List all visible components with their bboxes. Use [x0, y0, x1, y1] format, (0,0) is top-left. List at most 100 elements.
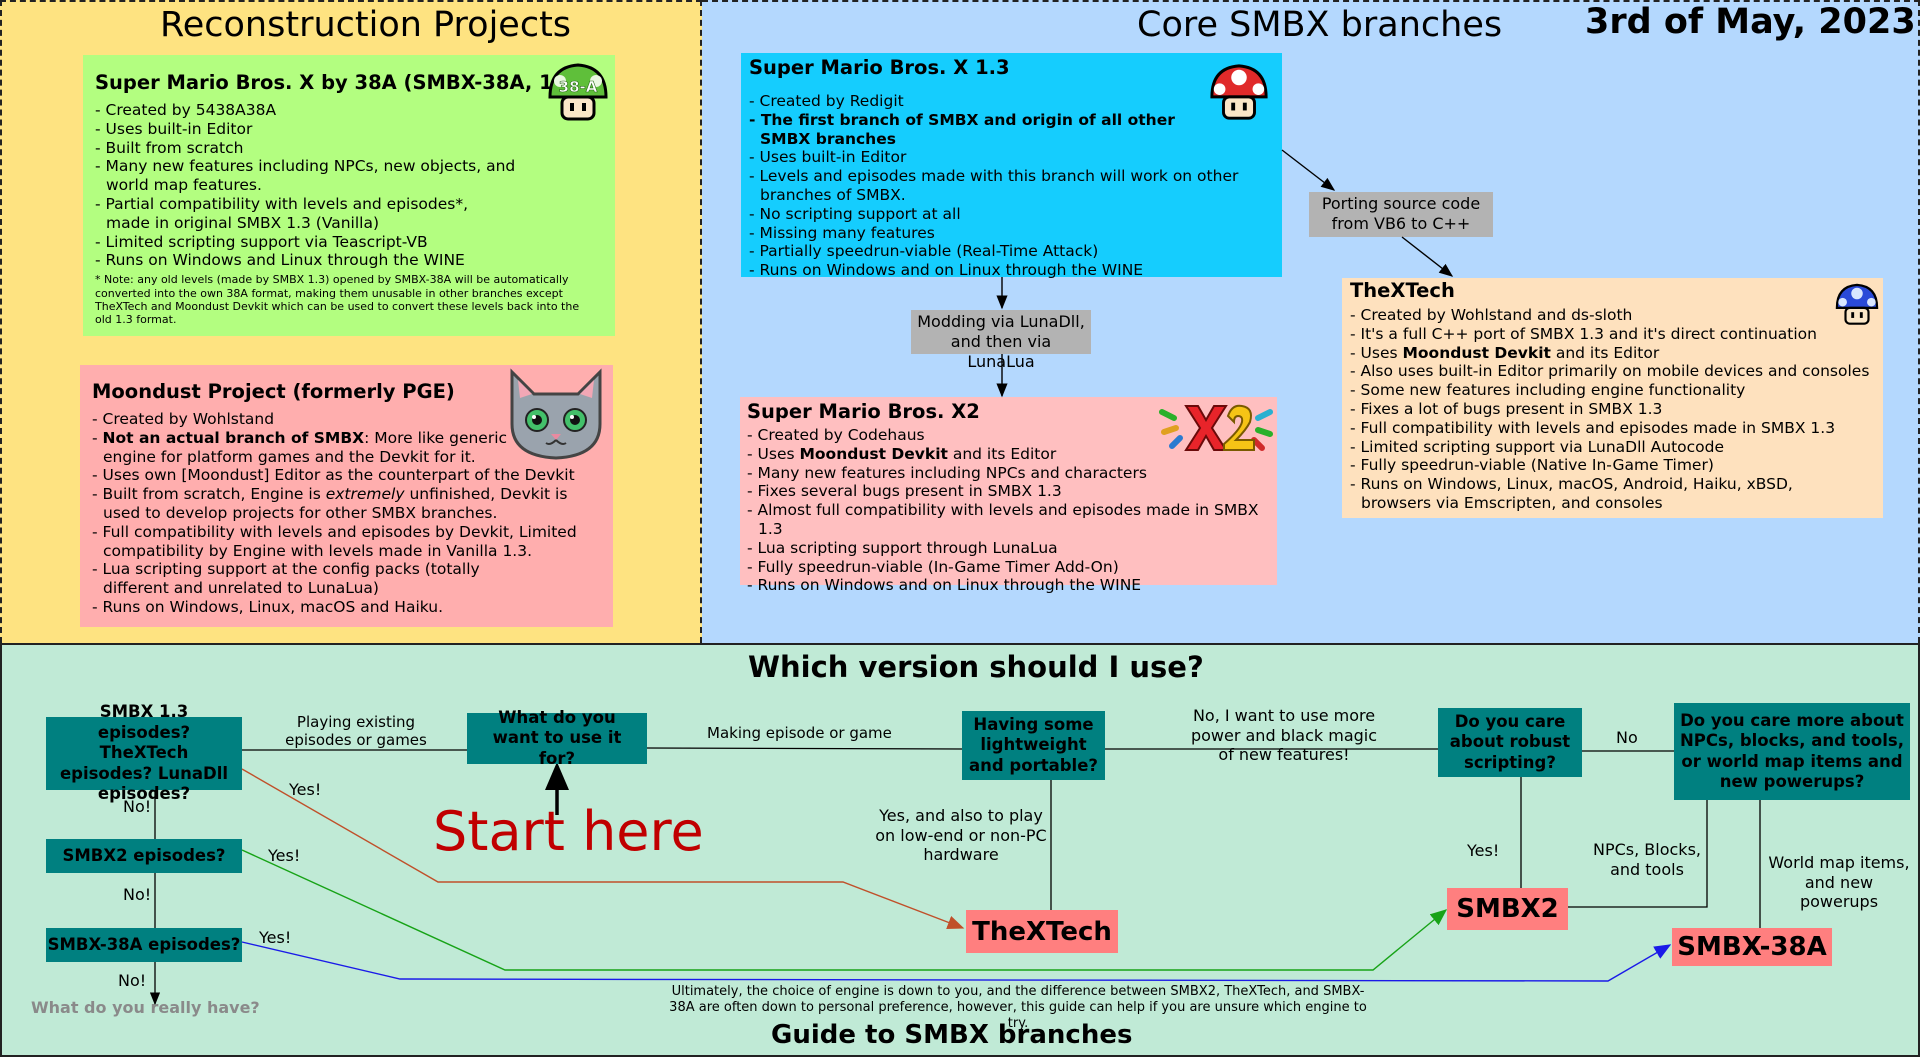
- start-here-label: Start here: [433, 800, 704, 863]
- list-item: - Many new features including NPCs and c…: [747, 463, 1147, 482]
- text-part: - Uses: [1350, 343, 1403, 362]
- edge-porting-to-thextech: [1401, 236, 1454, 277]
- result-smbx38a: SMBX-38A: [1672, 928, 1832, 966]
- edge-label-yes-lowend: Yes, and also to play on low-end or non-…: [875, 806, 1047, 864]
- list-item: - Runs on Windows and Linux through the …: [95, 251, 465, 270]
- result-thextech: TheXTech: [966, 910, 1118, 953]
- text-bold: Moondust Devkit: [1402, 343, 1551, 362]
- result-smbx2: SMBX2: [1447, 888, 1568, 930]
- text-bold: Not an actual branch of SMBX: [102, 428, 365, 447]
- edge-npcs-smbx2: [1568, 800, 1708, 908]
- list-item: - Uses built-in Editor: [749, 148, 907, 167]
- list-item: - Fixes a lot of bugs present in SMBX 1.…: [1350, 399, 1663, 418]
- edge-label-npcs-blocks: NPCs, Blocks, and tools: [1593, 840, 1701, 879]
- reconstruction-title: Reconstruction Projects: [160, 5, 572, 45]
- list-item: - No scripting support at all: [749, 204, 961, 223]
- card-x2: Super Mario Bros. X2 - Created by Codeha…: [740, 397, 1277, 594]
- list-item: - Built from scratch, Engine is extremel…: [92, 485, 573, 523]
- list-item: - Created by Codehaus: [747, 426, 925, 444]
- core-title: Core SMBX branches: [1137, 5, 1503, 45]
- card-smbx38a-list: - Created by 5438A38A - Uses built-in Ed…: [95, 101, 535, 270]
- node-what-for: What do you want to use it for?: [467, 708, 647, 768]
- edge-label-yes-robust: Yes!: [1467, 841, 1500, 860]
- node-smbx38a-episodes: SMBX-38A episodes?: [46, 928, 242, 962]
- card-moondust-title: Moondust Project (formerly PGE): [92, 380, 455, 403]
- guide-title: Which version should I use?: [748, 650, 1204, 684]
- guide-footer-text: Ultimately, the choice of engine is down…: [669, 984, 1367, 1031]
- porting-label: Porting source code from VB6 to C++: [1309, 192, 1493, 237]
- green-mushroom-icon: 38-A: [548, 63, 608, 121]
- edge-existing-yes-thextech: [241, 768, 965, 930]
- edge-whatfor-lightweight: [646, 747, 963, 750]
- card-smbx13-list: - Created by Redigit - The first branch …: [749, 92, 1274, 280]
- card-x2-title: Super Mario Bros. X2: [747, 400, 980, 423]
- text-part: - Uses: [747, 444, 800, 463]
- list-item: - Many new features including NPCs, new …: [95, 157, 521, 195]
- edge-label-yes-2: Yes!: [268, 846, 301, 865]
- list-item: - Almost full compatibility with levels …: [747, 501, 1264, 538]
- list-item: - Limited scripting support via Teascrip…: [95, 232, 428, 251]
- list-item: - Not an actual branch of SMBX: More lik…: [92, 429, 513, 467]
- list-item: - Runs on Windows, Linux, macOS and Haik…: [92, 597, 444, 616]
- text-part: -: [92, 428, 103, 447]
- card-smbx38a-title: Super Mario Bros. X by 38A (SMBX-38A, 1.…: [95, 71, 603, 94]
- blue-mushroom-icon: [1835, 283, 1879, 325]
- card-smbx38a-note: * Note: any old levels (made by SMBX 1.3…: [95, 273, 580, 327]
- edge-label-world-map: World map items, and new powerups: [1768, 853, 1910, 911]
- list-item: - Full compatibility with levels and epi…: [1350, 418, 1836, 437]
- list-item: - Uses Moondust Devkit and its Editor: [1350, 344, 1875, 363]
- list-item: - Created by Wohlstand: [92, 410, 275, 428]
- list-item: - Built from scratch: [95, 138, 244, 157]
- guide-panel: [0, 643, 1920, 1057]
- unknown-label: What do you really have?: [31, 998, 260, 1017]
- start-arrow-head: [545, 762, 569, 790]
- card-thextech-title: TheXTech: [1350, 279, 1455, 302]
- edge-label-yes-3: Yes!: [259, 928, 292, 947]
- card-thextech: TheXTech - Created by Wohlstand and ds-s…: [1342, 278, 1883, 518]
- card-smbx38a: Super Mario Bros. X by 38A (SMBX-38A, 1.…: [83, 55, 615, 336]
- edge-smbx2q-yes-smbx2: [241, 849, 1448, 971]
- list-item: - Fixes several bugs present in SMBX 1.3: [747, 482, 1062, 501]
- node-lightweight: Having some lightweight and portable?: [962, 711, 1105, 780]
- list-item: - Levels and episodes made with this bra…: [749, 167, 1244, 204]
- text-part: - Built from scratch, Engine is: [92, 485, 326, 504]
- date-label: 3rd of May, 2023: [1585, 2, 1916, 42]
- list-item: - Also uses built-in Editor primarily on…: [1350, 362, 1870, 381]
- list-item: - Runs on Windows and on Linux through t…: [749, 261, 1144, 280]
- text-part: and its Editor: [1550, 343, 1660, 362]
- red-mushroom-icon: [1210, 64, 1268, 120]
- edge-label-no-power: No, I want to use more power and black m…: [1190, 706, 1378, 764]
- list-item: - Created by Wohlstand and ds-sloth: [1350, 306, 1633, 324]
- list-item: - Uses built-in Editor: [95, 119, 253, 138]
- text-bold: Moondust Devkit: [799, 444, 948, 463]
- list-item: - Fully speedrun-viable (In-Game Timer A…: [747, 557, 1119, 576]
- list-item: - Runs on Windows and on Linux through t…: [747, 576, 1142, 595]
- node-npcs-or-map: Do you care more about NPCs, blocks, and…: [1674, 703, 1910, 800]
- list-item: - The first branch of SMBX and origin of…: [749, 110, 1181, 148]
- card-thextech-list: - Created by Wohlstand and ds-sloth - It…: [1350, 306, 1875, 513]
- x2-logo-icon: [1159, 404, 1273, 451]
- modding-label: Modding via LunaDll, and then via LunaLu…: [911, 310, 1091, 371]
- guide-bottom-title: Guide to SMBX branches: [771, 1020, 1133, 1050]
- edge-label-playing: Playing existing episodes or games: [285, 713, 427, 749]
- edge-label-yes-1: Yes!: [289, 780, 322, 799]
- list-item: - It's a full C++ port of SMBX 1.3 and i…: [1350, 324, 1817, 343]
- list-item: - Missing many features: [749, 223, 935, 242]
- edge-label-no: No: [1616, 728, 1638, 747]
- text-part: unfinished, Devkit is used to develop pr…: [103, 485, 573, 522]
- list-item: - Uses Moondust Devkit and its Editor: [747, 445, 1270, 464]
- list-item: - Uses own [Moondust] Editor as the coun…: [92, 466, 575, 485]
- node-existing-episodes: SMBX 1.3 episodes? TheXTech episodes? Lu…: [46, 702, 242, 803]
- edge-label-no-1: No!: [123, 797, 152, 816]
- list-item: - Created by Redigit: [749, 92, 904, 110]
- list-item: - Lua scripting support at the config pa…: [92, 560, 485, 598]
- card-moondust-list: - Created by Wohlstand - Not an actual b…: [92, 410, 601, 617]
- edge-label-no-3: No!: [118, 971, 147, 990]
- edge-label-no-2: No!: [123, 885, 152, 904]
- list-item: - Partial compatibility with levels and …: [95, 194, 473, 232]
- card-smbx13: Super Mario Bros. X 1.3 - Created by Red…: [741, 53, 1282, 280]
- edge-label-making: Making episode or game: [707, 724, 892, 742]
- node-smbx2-episodes: SMBX2 episodes?: [46, 839, 242, 873]
- list-item: - Limited scripting support via LunaDll …: [1350, 437, 1725, 456]
